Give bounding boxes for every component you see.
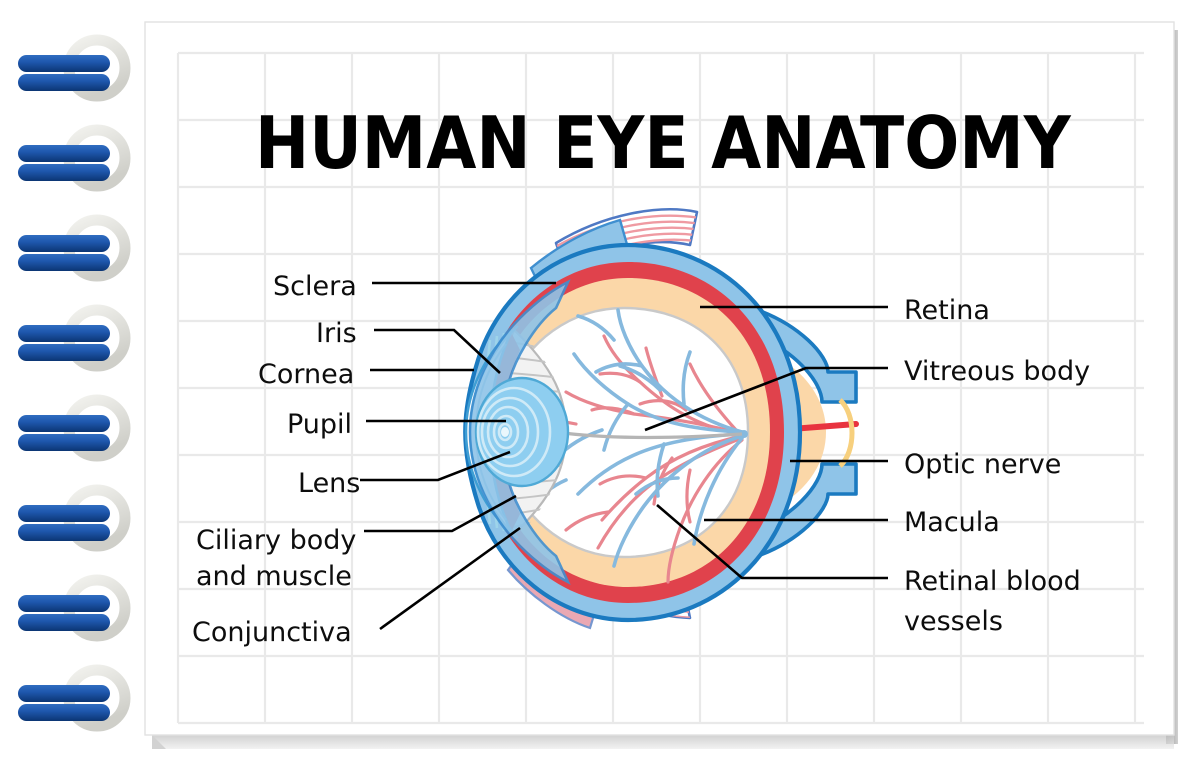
binding-ring — [18, 664, 131, 732]
label-macula: Macula — [904, 507, 1000, 538]
binding-ring — [18, 484, 131, 552]
leader-iris — [374, 328, 501, 374]
page-title: HUMAN EYE ANATOMY — [255, 101, 1072, 185]
binding-ring — [18, 34, 131, 102]
label-ciliary-body-line2: and muscle — [196, 561, 352, 592]
leader-retinal-blood-vessels — [656, 504, 888, 580]
label-iris: Iris — [316, 318, 357, 349]
label-cornea: Cornea — [258, 359, 354, 390]
label-retina: Retina — [904, 295, 990, 326]
binding-ring — [18, 394, 131, 462]
label-sclera: Sclera — [273, 271, 357, 302]
eyeball-globe — [463, 242, 803, 623]
leader-lens — [360, 450, 511, 482]
label-retinal-blood-vessels-line2: vessels — [904, 606, 1003, 637]
label-optic-nerve: Optic nerve — [904, 449, 1061, 480]
binding-ring — [18, 304, 131, 372]
leader-ciliary-body — [364, 494, 517, 533]
optic-axis-line — [555, 430, 743, 440]
leader-conjunctiva — [379, 526, 521, 631]
retinal-blood-vessels — [522, 308, 748, 584]
lens — [474, 376, 570, 488]
label-retinal-blood-vessels-line1: Retinal blood — [904, 566, 1081, 597]
label-conjunctiva: Conjunctiva — [192, 617, 352, 648]
binding-ring — [18, 574, 131, 642]
left-label-group: Sclera Iris Cornea Pupil Lens Ciliary bo… — [192, 271, 360, 648]
binding-ring — [18, 124, 131, 192]
label-ciliary-body-line1: Ciliary body — [196, 525, 356, 556]
label-lens: Lens — [298, 468, 360, 499]
page-bottom-edge — [152, 735, 1174, 749]
label-pupil: Pupil — [287, 409, 352, 440]
right-label-group: Retina Vitreous body Optic nerve Macula … — [904, 295, 1090, 637]
page-corner-fold — [152, 735, 166, 749]
binding-ring — [18, 214, 131, 282]
leader-vitreous-body — [644, 366, 888, 432]
pupil — [501, 427, 509, 437]
label-vitreous-body: Vitreous body — [904, 356, 1090, 387]
